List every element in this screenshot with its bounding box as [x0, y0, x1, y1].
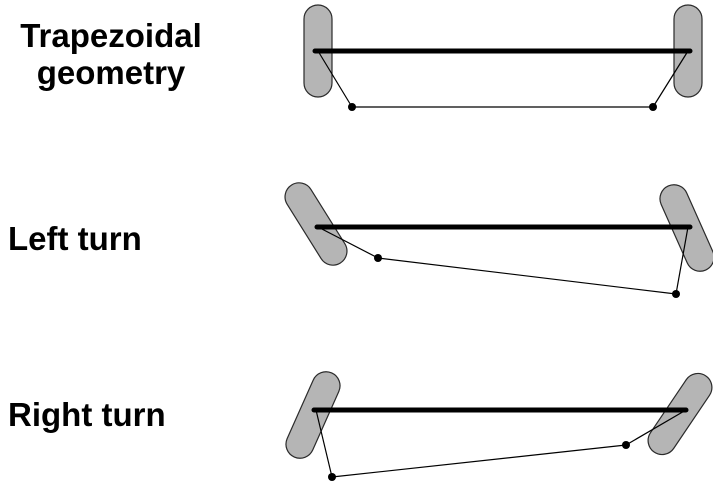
row-title-line: geometry: [36, 54, 186, 91]
tie-rod: [331, 444, 627, 478]
left-pivot-joint: [374, 254, 382, 262]
diagram-right-turn: [285, 371, 713, 481]
row-title-line: Left turn: [8, 220, 142, 257]
right-steering-arm: [625, 409, 687, 446]
right-wheel: [647, 372, 713, 456]
right-pivot-joint: [649, 103, 657, 111]
row-title-line: Right turn: [8, 396, 166, 433]
left-steering-arm: [317, 226, 379, 259]
tie-rod: [377, 257, 677, 295]
left-pivot-joint: [328, 473, 336, 481]
diagram-trapezoidal: [303, 4, 703, 111]
right-pivot-joint: [622, 441, 630, 449]
diagram-left-turn: [284, 182, 713, 298]
left-pivot-joint: [348, 103, 356, 111]
left-wheel: [285, 371, 341, 459]
left-steering-arm: [317, 50, 353, 108]
right-steering-arm: [652, 50, 689, 108]
row-title-trapezoidal: Trapezoidal geometry: [0, 17, 222, 91]
right-pivot-joint: [672, 290, 680, 298]
row-title-right-turn: Right turn: [8, 396, 166, 433]
row-title-left-turn: Left turn: [8, 220, 142, 257]
left-wheel: [284, 182, 348, 266]
row-title-line: Trapezoidal: [20, 17, 202, 54]
right-steering-arm: [675, 226, 689, 295]
left-steering-arm: [315, 409, 333, 478]
